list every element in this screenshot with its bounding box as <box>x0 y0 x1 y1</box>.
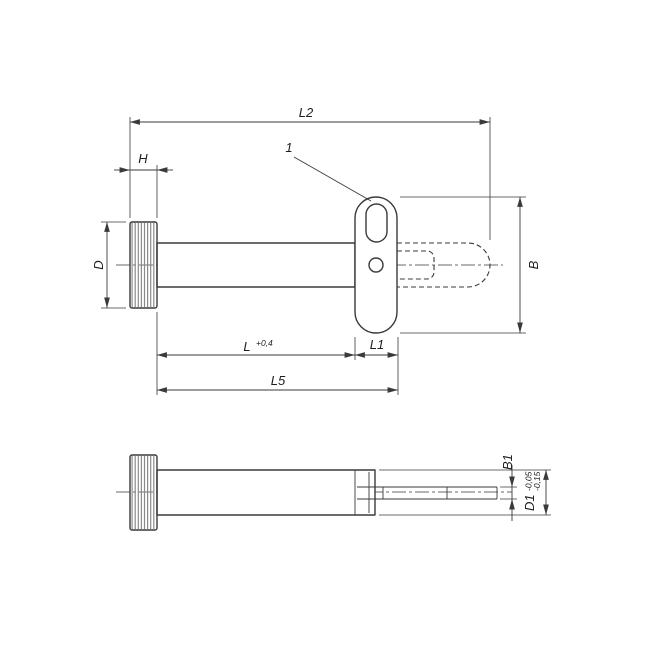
dim-label-l-tolerance: +0,4 <box>256 338 273 348</box>
front-view: L2 H 1 D B L +0,4 <box>91 105 541 395</box>
dimension-b: B <box>517 197 541 333</box>
dim-label-l1: L1 <box>370 337 384 352</box>
dimension-l: L +0,4 <box>157 338 355 358</box>
knurled-head-outline <box>129 221 158 309</box>
dim-label-h: H <box>138 151 148 166</box>
side-view: B1 D1 -0,05 -0,15 <box>116 454 551 531</box>
dimension-b1: B1 <box>500 454 515 521</box>
dim-label-d: D <box>91 260 106 269</box>
pin-shaft <box>156 242 356 288</box>
dimension-d: D <box>91 222 110 308</box>
dim-label-l: L <box>243 339 250 354</box>
dimension-l1: L1 <box>355 337 398 358</box>
dimension-l5: L5 <box>157 373 398 393</box>
latch-slot <box>365 203 388 243</box>
latch-tab-outline <box>354 196 398 334</box>
side-pin-shaft <box>156 469 376 516</box>
dim-label-d1: D1 <box>522 494 537 511</box>
dim-label-d1-tolerance-upper: -0,05 <box>524 471 534 491</box>
leader-callout-1: 1 <box>285 140 372 202</box>
pivot-pin <box>368 257 384 273</box>
leader-label-1: 1 <box>285 140 292 155</box>
dim-label-l2: L2 <box>299 105 314 120</box>
hidden-pin-tip-outline <box>397 242 491 288</box>
dimension-d1: D1 -0,05 -0,15 <box>522 470 549 515</box>
knurled-head <box>129 221 158 309</box>
side-knurled-head <box>129 454 158 531</box>
side-knurled-head-outline <box>129 454 158 531</box>
dim-label-d1-tolerance-lower: -0,15 <box>532 471 542 491</box>
dim-label-b: B <box>526 260 541 269</box>
dim-label-l5: L5 <box>271 373 286 388</box>
dim-label-b1: B1 <box>500 454 515 470</box>
hidden-pin-tip <box>397 242 491 288</box>
side-latch-bar <box>357 486 498 500</box>
latch-tab <box>354 196 398 334</box>
dimension-l2: L2 <box>130 105 490 125</box>
dimension-h: H <box>114 151 173 173</box>
